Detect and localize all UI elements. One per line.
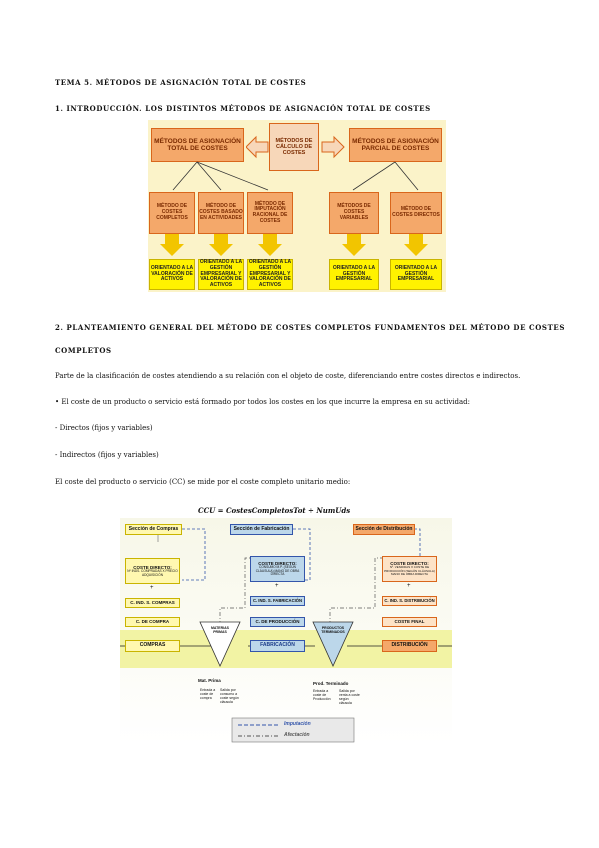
legend-allocation: Afectación [284, 732, 310, 738]
distribution-process: DISTRIBUCIÓN [382, 640, 437, 652]
flow-band [120, 528, 452, 743]
direct-cost-detail: Nº INDS. COMPRADAS X PRECIO ADQUISICIÓN [127, 568, 178, 577]
unit-cost-formula: CCU = CostesCompletosTot ÷ NumUds [198, 506, 351, 515]
direct-cost-title: COSTE DIRECTO: [390, 561, 429, 567]
left-right-arrow-icon [246, 135, 345, 159]
direct-cost-distribution: COSTE DIRECTO: Nº. VENDIDAS X COSTE DE P… [382, 556, 437, 582]
direct-cost-title: COSTE DIRECTO: [133, 564, 172, 570]
cost-flow-diagram: Sección de Compras Sección de Fabricació… [120, 518, 452, 744]
direct-cost-detail: CONSUMO M.P. (SEGÚN CLÁUSULA) MANO DE OB… [255, 565, 300, 577]
legend-imputation: Imputación [284, 721, 311, 727]
finished-product-entry: Entrada a coste de Producción [313, 689, 331, 701]
paragraph-unit-cost: El coste del producto o servicio (CC) se… [55, 478, 351, 486]
direct-cost-detail: Nº. VENDIDAS X COSTE DE PRODUCCIÓN (SEGÚ… [384, 565, 435, 577]
plus-sign: + [407, 583, 411, 589]
manufacturing-process: FABRICACIÓN [250, 640, 305, 652]
raw-material-account: Mat. Prima [198, 678, 221, 683]
section-2-heading-line-2: COMPLETOS [55, 346, 112, 355]
method-rational-imputation: MÉTODO DE IMPUTACIÓN RACIONAL DE COSTES [247, 192, 293, 234]
partial-cost-methods-box: MÉTODOS DE ASIGNACIÓN PARCIAL DE COSTES [349, 128, 442, 162]
section-purchases-label: Sección de Compras [125, 524, 182, 535]
section-distribution-label: Sección de Distribución [353, 524, 415, 535]
orient-management-1: ORIENTADO A LA GESTIÓN EMPRESARIAL [329, 259, 379, 290]
direct-cost-purchases: COSTE DIRECTO: Nº INDS. COMPRADAS X PREC… [125, 558, 180, 584]
methods-diagram: MÉTODOS DE ASIGNACIÓN TOTAL DE COSTES MÉ… [148, 120, 446, 292]
indirect-cost-purchases: C. IND. S. COMPRAS [125, 598, 180, 608]
orient-management-valuation-2: ORIENTADO A LA GESTIÓN EMPRESARIAL Y VAL… [247, 259, 293, 290]
section-manufacturing-label: Sección de Fabricación [230, 524, 293, 535]
orient-management-valuation-1: ORIENTADO A LA GESTIÓN EMPRESARIAL Y VAL… [198, 259, 244, 290]
paragraph-classification: Parte de la clasificación de costes aten… [55, 372, 521, 380]
purchases-process: COMPRAS [125, 640, 180, 652]
page-title: TEMA 5. MÉTODOS DE ASIGNACIÓN TOTAL DE C… [55, 78, 307, 87]
cost-calculation-methods-box: MÉTODOS DE CÁLCULO DE COSTES [269, 123, 319, 171]
method-variable-costs: MÉTODOS DE COSTES VARIABLES [329, 192, 379, 234]
purchase-cost: C. DE COMPRA [125, 617, 180, 627]
section-2-heading-line-1: 2. PLANTEAMIENTO GENERAL DEL MÉTODO DE C… [55, 323, 565, 332]
raw-materials-label: MATERIAS PRIMAS [210, 626, 230, 634]
plus-sign: + [275, 583, 279, 589]
production-cost: C. DE PRODUCCIÓN [250, 617, 305, 627]
indirect-cost-manufacturing: C. IND. S. FABRICACIÓN [250, 596, 305, 606]
method-activity-based: MÉTODO DE COSTES BASADO EN ACTIVIDADES [198, 192, 244, 234]
indirect-cost-distribution: C. IND. S. DISTRIBUCIÓN [382, 596, 437, 606]
plus-sign: + [150, 585, 154, 591]
finished-product-account: Prod. Terminado [313, 681, 349, 686]
direct-cost-title: COSTE DIRECTO: [258, 560, 297, 566]
list-item-direct: - Directos (fijos y variables) [55, 424, 153, 432]
section-1-heading: 1. INTRODUCCIÓN. LOS DISTINTOS MÉTODOS D… [55, 104, 431, 113]
total-cost-methods-box: MÉTODOS DE ASIGNACIÓN TOTAL DE COSTES [151, 128, 244, 162]
method-full-costs: MÉTODO DE COSTES COMPLETOS [149, 192, 195, 234]
method-direct-costs: MÉTODO DE COSTES DIRECTOS [390, 192, 442, 234]
paragraph-product-cost: • El coste de un producto o servicio est… [55, 398, 470, 406]
final-cost: COSTE FINAL [382, 617, 437, 627]
raw-material-entry: Entrada a coste de compra [200, 688, 216, 700]
list-item-indirect: - Indirectos (fijos y variables) [55, 451, 159, 459]
orient-management-2: ORIENTADO A LA GESTIÓN EMPRESARIAL [390, 259, 442, 290]
connector-lines [172, 161, 419, 191]
finished-products-label: PRODUCTOS TERMINADOS [321, 626, 345, 634]
direct-cost-manufacturing: COSTE DIRECTO: CONSUMO M.P. (SEGÚN CLÁUS… [250, 556, 305, 582]
raw-material-exit: Salida por consumo a coste según cláusul… [220, 688, 239, 704]
orient-asset-valuation: ORIENTADO A LA VALORACIÓN DE ACTIVOS [149, 259, 195, 290]
finished-product-exit: Salida por venta a coste según cláusula [339, 689, 360, 705]
